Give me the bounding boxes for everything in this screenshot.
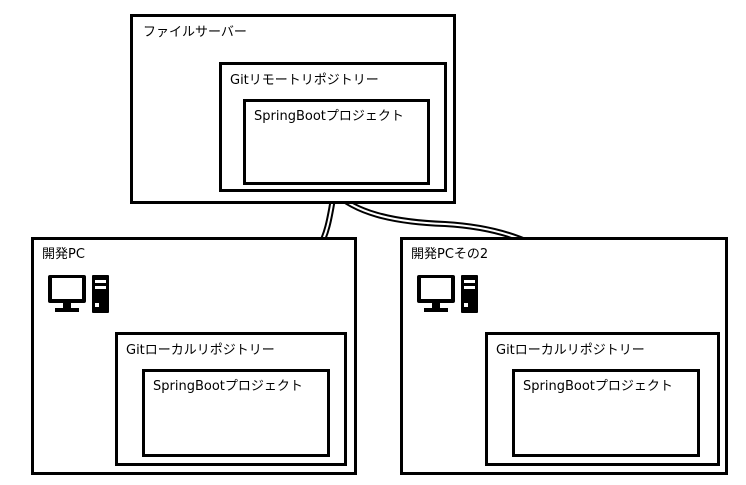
remote-project-box: SpringBootプロジェクト — [243, 99, 430, 185]
remote-repository-box: Gitリモートリポジトリー SpringBootプロジェクト — [219, 62, 447, 192]
dev-pc-1-local-repository-label: Gitローカルリポジトリー — [126, 343, 275, 358]
remote-project-label: SpringBootプロジェクト — [254, 109, 404, 124]
dev-pc-2-box: 開発PCその2 Gitローカルリポジトリー SpringBootプロジェクト — [400, 237, 728, 475]
dev-pc-2-project-label: SpringBootプロジェクト — [523, 379, 673, 394]
desktop-computer-icon — [417, 275, 478, 313]
dev-pc-2-local-repository-label: Gitローカルリポジトリー — [496, 343, 645, 358]
dev-pc-1-local-repository-box: Gitローカルリポジトリー SpringBootプロジェクト — [115, 332, 347, 466]
desktop-computer-icon — [48, 275, 109, 313]
dev-pc-1-label: 開発PC — [42, 247, 85, 262]
dev-pc-2-project-box: SpringBootプロジェクト — [512, 369, 700, 457]
remote-repository-label: Gitリモートリポジトリー — [230, 73, 379, 88]
dev-pc-1-box: 開発PC Gitローカルリポジトリー SpringBootプロジェクト — [31, 237, 357, 475]
dev-pc-1-project-box: SpringBootプロジェクト — [142, 369, 330, 457]
file-server-box: ファイルサーバー Gitリモートリポジトリー SpringBootプロジェクト — [130, 14, 456, 204]
file-server-label: ファイルサーバー — [143, 25, 247, 40]
dev-pc-2-local-repository-box: Gitローカルリポジトリー SpringBootプロジェクト — [485, 332, 720, 466]
dev-pc-1-project-label: SpringBootプロジェクト — [153, 379, 303, 394]
dev-pc-2-label: 開発PCその2 — [411, 247, 489, 262]
